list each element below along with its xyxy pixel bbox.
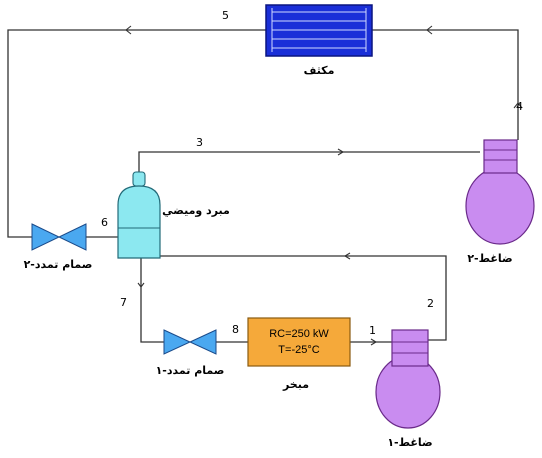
flow-arrow-icon [513, 102, 523, 109]
pipe-3 [138, 151, 480, 174]
expansion-valve-1-label: صمام تمدد-١ [156, 364, 225, 377]
condenser [265, 4, 373, 57]
evaporator-label: مبخر [282, 378, 309, 391]
pipe-2 [160, 255, 447, 341]
flash-tank-label: مبرد وميضي [162, 204, 230, 217]
evaporator-capacity: RC=250 kW [269, 328, 329, 340]
point-8-label: 8 [232, 323, 239, 336]
pipe-4-to-condenser [372, 29, 519, 140]
compressor-1-label: ضاغط-١ [387, 436, 432, 449]
evaporator-temperature: T=-25°C [278, 344, 319, 356]
point-1-label: 1 [369, 324, 376, 337]
condenser-label: مكثف [304, 64, 335, 77]
compressor-2-label: ضاغط-٢ [467, 252, 512, 265]
pipe-7 [140, 258, 164, 343]
compressor-2 [465, 139, 535, 245]
flow-arrow-icon [426, 25, 433, 35]
flash-tank [117, 171, 161, 259]
point-4-label: 4 [516, 100, 523, 113]
point-3-label: 3 [196, 136, 203, 149]
flow-arrow-icon [343, 252, 351, 260]
point-2-label: 2 [427, 297, 434, 310]
flow-arrow-icon [370, 338, 378, 346]
flow-arrow-icon [137, 282, 145, 288]
compressor-1 [375, 329, 441, 429]
pipe-5-condenser-outlet [7, 29, 266, 238]
expansion-valve-1 [163, 329, 217, 355]
evaporator: RC=250 kW T=-25°C [247, 317, 351, 367]
flow-arrow-icon [337, 148, 345, 156]
point-6-label: 6 [101, 216, 108, 229]
point-7-label: 7 [120, 296, 127, 309]
flow-arrow-icon [125, 25, 132, 35]
expansion-valve-2-label: صمام تمدد-٢ [24, 258, 93, 271]
point-5-label: 5 [222, 9, 229, 22]
expansion-valve-2 [31, 223, 87, 251]
